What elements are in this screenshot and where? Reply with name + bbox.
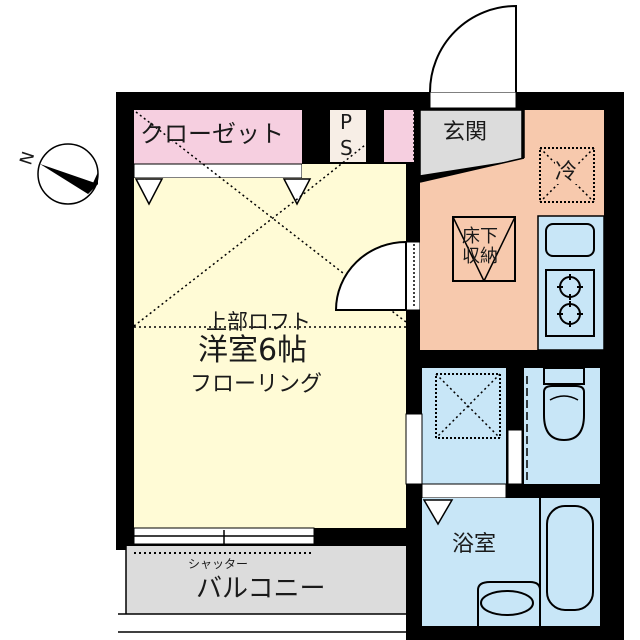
pipe-space-label-s: S [340, 136, 353, 160]
western-room-name: 洋室6帖 [198, 333, 308, 368]
pipe-space-label-p: P [340, 110, 353, 134]
underfloor-storage-label-2: 収納 [462, 246, 498, 267]
western-room-area [134, 178, 406, 528]
washroom-area [422, 368, 506, 484]
entrance-label: 玄関 [443, 120, 488, 145]
underfloor-storage-label-1: 床下 [462, 226, 498, 247]
loft-label: 上部ロフト [206, 310, 311, 334]
flooring-label: フローリング [190, 372, 323, 397]
closet-area [134, 110, 302, 164]
small-storage-area [384, 110, 414, 162]
balcony-label: バルコニー [196, 574, 326, 604]
bathroom-label: 浴室 [452, 532, 497, 557]
closet-label: クローゼット [140, 120, 284, 148]
pipe-space-area [330, 110, 366, 162]
north-arrow-icon [37, 143, 99, 205]
fridge-label: 冷 [555, 160, 578, 185]
balcony-area [126, 546, 406, 614]
shutter-label: シャッター [188, 557, 249, 571]
